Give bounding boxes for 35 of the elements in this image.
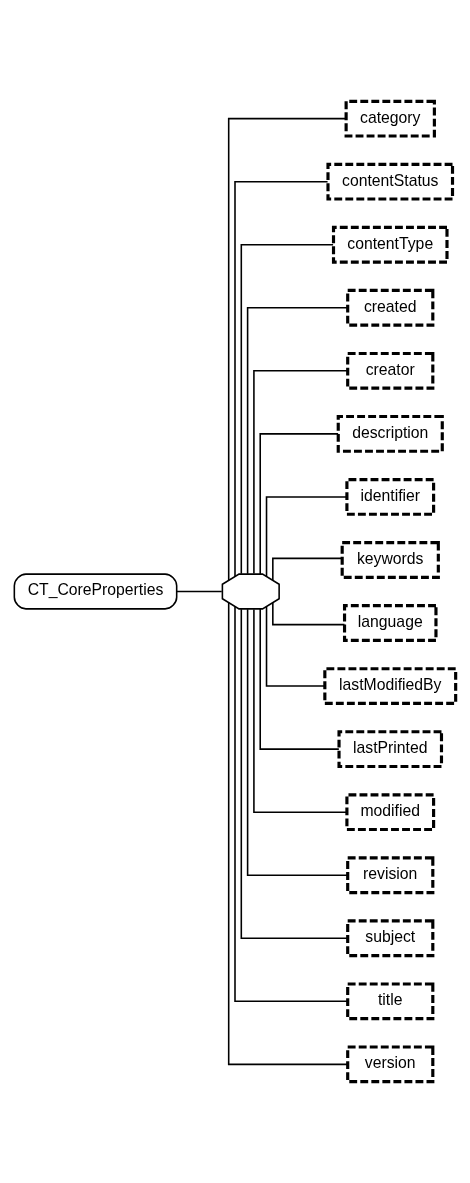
- node-box: description: [336, 414, 444, 453]
- connector: [246, 608, 349, 876]
- connector: [259, 433, 339, 575]
- node-box: language: [342, 604, 438, 642]
- connector: [240, 608, 349, 940]
- node-box: keywords: [340, 541, 440, 579]
- node-box: modified: [345, 793, 436, 832]
- node-box: revision: [346, 856, 435, 895]
- connector: [246, 307, 349, 575]
- node-box: CT_CoreProperties: [13, 573, 178, 610]
- node-box: identifier: [345, 478, 436, 516]
- connector: [253, 608, 348, 813]
- connector: [234, 605, 349, 1003]
- connector: [259, 608, 340, 750]
- node-box: contentType: [331, 225, 449, 264]
- connector: [240, 243, 334, 575]
- node-octagon: [221, 573, 280, 610]
- connector: [253, 370, 348, 575]
- node-box: title: [346, 982, 435, 1021]
- connector: [265, 496, 348, 578]
- node-box: lastPrinted: [337, 730, 444, 769]
- node-box: contentStatus: [326, 162, 455, 201]
- connector: [272, 601, 346, 626]
- node-box: category: [344, 99, 436, 138]
- node-box: lastModifiedBy: [323, 667, 458, 705]
- connector: [272, 557, 343, 582]
- node-box: version: [346, 1045, 435, 1084]
- node-box: creator: [346, 351, 435, 390]
- connector: [265, 605, 326, 687]
- node-box: created: [346, 288, 435, 327]
- connector: [176, 590, 223, 593]
- node-box: subject: [346, 919, 435, 958]
- connector: [234, 180, 329, 578]
- connector: [227, 117, 347, 582]
- connector: [227, 601, 349, 1066]
